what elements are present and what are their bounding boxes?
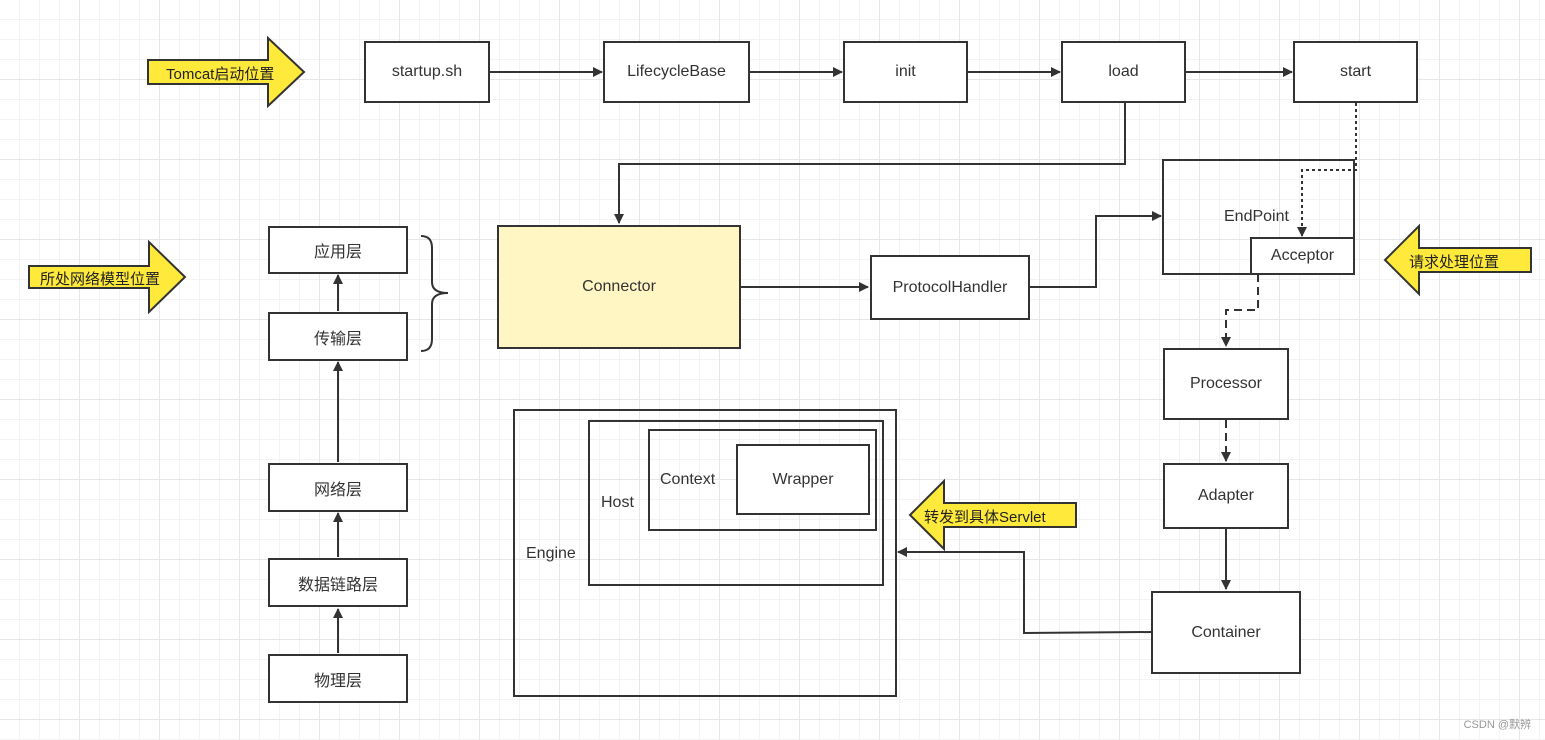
arrow-protocolhandler-to-endpoint (1030, 211, 1162, 288)
callout-tomcat-start-arrow (147, 36, 306, 108)
callout-forward-servlet: 转发到具体Servlet (908, 479, 1078, 551)
callout-tomcat-start: Tomcat启动位置 (146, 36, 306, 108)
callout-request-handling: 请求处理位置 (1383, 224, 1533, 296)
lifecycle-base-box: LifecycleBase (603, 41, 750, 103)
engine-frame (513, 409, 897, 697)
callout-forward-servlet-arrow (908, 479, 1077, 551)
host-frame (588, 420, 884, 586)
callout-tomcat-start-text: Tomcat启动位置 (166, 66, 275, 83)
layer-transport: 传输层 (268, 312, 408, 361)
callout-forward-servlet-text: 转发到具体Servlet (924, 509, 1046, 526)
engine-label: Engine (526, 545, 576, 562)
watermark: CSDN @默辨 (1463, 719, 1531, 731)
adapter-box: Adapter (1163, 463, 1289, 529)
load-box: load (1061, 41, 1186, 103)
startup-sh-box: startup.sh (364, 41, 490, 103)
layer-data-link: 数据链路层 (268, 558, 408, 607)
curly-brace (420, 235, 449, 352)
arrow-load-to-connector (614, 103, 1126, 224)
connector-box: Connector (497, 225, 741, 349)
context-frame (648, 429, 877, 531)
callout-request-handling-arrow (1383, 224, 1532, 296)
layer-network: 网络层 (268, 463, 408, 512)
arrow-acceptor-to-processor (1221, 274, 1259, 347)
processor-box: Processor (1163, 348, 1289, 420)
callout-network-model-arrow (28, 240, 187, 314)
callout-request-handling-text: 请求处理位置 (1409, 254, 1500, 271)
layer-application: 应用层 (268, 226, 408, 274)
callout-network-model-text: 所处网络模型位置 (40, 271, 161, 288)
start-box: start (1293, 41, 1418, 103)
wrapper-box: Wrapper (736, 444, 870, 515)
context-label: Context (660, 471, 716, 488)
init-box: init (843, 41, 968, 103)
protocol-handler-box: ProtocolHandler (870, 255, 1030, 320)
host-label: Host (601, 494, 634, 511)
endpoint-label: EndPoint (1224, 208, 1289, 225)
callout-network-model: 所处网络模型位置 (27, 240, 187, 314)
layer-physical: 物理层 (268, 654, 408, 703)
acceptor-box: Acceptor (1250, 237, 1355, 275)
arrow-container-to-engine (897, 547, 1152, 635)
container-box: Container (1151, 591, 1301, 674)
